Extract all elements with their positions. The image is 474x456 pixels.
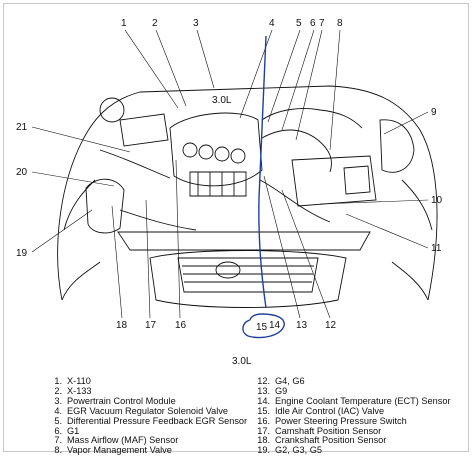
- legend-item: 15.Idle Air Control (IAC) Valve: [257, 405, 385, 416]
- callout-14: 14: [269, 320, 281, 331]
- engine-caption: 3.0L: [232, 356, 252, 367]
- legend-item: 8.Vapor Management Valve: [54, 445, 172, 456]
- callout-10: 10: [431, 195, 443, 206]
- legend-item: 2.X-133: [54, 385, 92, 396]
- legend-item: 3.Powertrain Control Module: [54, 395, 176, 406]
- intake-runner: [198, 144, 214, 160]
- engine-size-tag: 3.0L: [212, 95, 232, 106]
- legend-item: 18.Crankshaft Position Sensor: [257, 435, 387, 446]
- brake-booster: [99, 97, 125, 123]
- engine-bay-outline: [57, 85, 438, 301]
- callout-5: 5: [296, 18, 302, 29]
- radiator-support: [117, 231, 371, 251]
- coolant-reservoir: [379, 119, 415, 173]
- callout-9: 9: [431, 107, 437, 118]
- grille: [177, 257, 319, 293]
- pcm-module: [119, 113, 169, 147]
- legend-item: 17.Camshaft Position Sensor: [257, 425, 382, 436]
- legend-item: 13.G9: [257, 385, 288, 396]
- callout-13: 13: [296, 320, 308, 331]
- intake-runner: [214, 146, 230, 162]
- callout-17: 17: [145, 320, 157, 331]
- coil-pack: [189, 171, 247, 197]
- hand-annotation-line: [258, 197, 267, 309]
- callout-20: 20: [16, 167, 28, 178]
- callout-12: 12: [325, 320, 337, 331]
- badge-emblem: [215, 261, 241, 279]
- frame-border: [3, 3, 469, 452]
- callout-18: 18: [116, 320, 128, 331]
- legend-item: 16.Power Steering Pressure Switch: [257, 415, 407, 426]
- callout-21: 21: [16, 122, 28, 133]
- wiring-harness: [261, 108, 363, 129]
- legend-item: 7.Mass Airflow (MAF) Sensor: [54, 435, 179, 446]
- callout-19: 19: [16, 248, 28, 259]
- callout-16: 16: [175, 320, 187, 331]
- washer-reservoir: [85, 178, 125, 234]
- intake-manifold: [169, 112, 263, 187]
- callout-6: 6: [310, 18, 316, 29]
- front-bumper: [149, 250, 347, 308]
- legend-item: 1.X-110: [54, 376, 91, 386]
- intake-runner: [230, 148, 246, 164]
- callout-3: 3: [193, 18, 199, 29]
- callout-leaders: [31, 29, 429, 319]
- legend-item: 19.G2, G3, G5: [257, 445, 322, 456]
- hand-annotation: [242, 35, 285, 339]
- legend-item: 4.EGR Vacuum Regulator Solenoid Valve: [54, 405, 229, 416]
- callout-8: 8: [337, 18, 343, 29]
- hand-annotation-line: [258, 35, 267, 199]
- right-fender: [391, 179, 433, 301]
- air-cleaner-box: [291, 155, 377, 207]
- callout-4: 4: [269, 18, 275, 29]
- air-intake-duct: [261, 129, 332, 173]
- callout-15: 15: [256, 322, 268, 333]
- legend-left-column: 1.X-110 2.X-133 3.Powertrain Control Mod…: [36, 376, 248, 456]
- battery: [343, 165, 371, 195]
- intake-runner: [182, 142, 198, 158]
- legend-right-column: 12.G4, G6 13.G9 14.Engine Coolant Temper…: [244, 376, 451, 456]
- legend-item: 12.G4, G6: [257, 376, 305, 386]
- callout-1: 1: [121, 18, 127, 29]
- callout-11: 11: [431, 243, 442, 254]
- legend-item: 14.Engine Coolant Temperature (ECT) Sens…: [257, 395, 451, 406]
- hand-annotation-circle: [242, 313, 285, 339]
- callout-numbers: 1 2 3 4 5 6 7 8 9 10 11 12 13 14 15 16 1…: [16, 18, 443, 333]
- callout-2: 2: [152, 18, 158, 29]
- callout-7: 7: [319, 18, 325, 29]
- legend-item: 6.G1: [54, 425, 80, 436]
- legend-item: 5.Differential Pressure Feedback EGR Sen…: [54, 415, 248, 426]
- left-fender: [61, 179, 101, 301]
